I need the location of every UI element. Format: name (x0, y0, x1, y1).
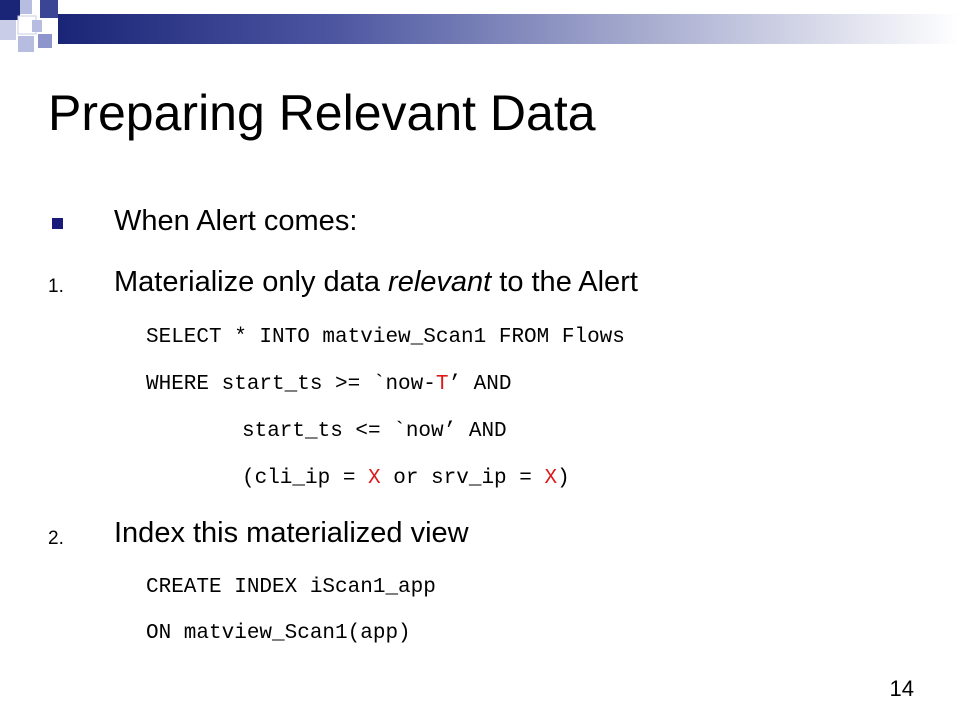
bullet-square-icon (52, 218, 63, 229)
step-number-1: 1. (48, 276, 64, 297)
header-gradient-bar (58, 14, 960, 44)
slide-title: Preparing Relevant Data (48, 85, 596, 141)
code-line-create-index: CREATE INDEX iScan1_app (146, 576, 436, 599)
code-line-where: WHERE start_ts >= `now-T’ AND (146, 373, 512, 396)
corner-decoration (0, 0, 58, 52)
step-text-1: Materialize only data relevant to the Al… (114, 266, 638, 298)
code-line-start-ts: start_ts <= `now’ AND (242, 420, 507, 443)
step-text-2: Index this materialized view (114, 517, 469, 549)
bullet-text: When Alert comes: (114, 205, 358, 237)
code-line-select: SELECT * INTO matview_Scan1 FROM Flows (146, 326, 625, 349)
code-line-on: ON matview_Scan1(app) (146, 622, 411, 645)
code-line-ip-filter: (cli_ip = X or srv_ip = X) (242, 467, 570, 490)
step-number-2: 2. (48, 528, 64, 549)
page-number: 14 (889, 676, 914, 701)
